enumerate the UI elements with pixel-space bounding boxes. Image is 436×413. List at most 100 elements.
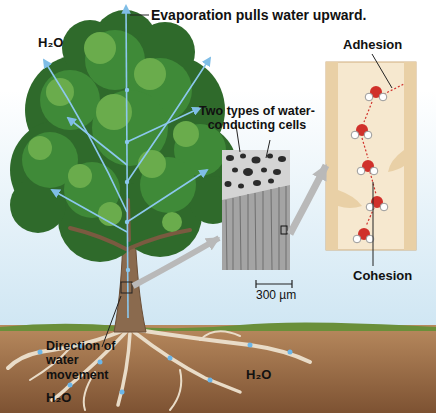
root [138, 330, 310, 362]
molecule-label: H₂O [246, 368, 286, 383]
hole [253, 180, 261, 186]
streak [233, 198, 234, 270]
soil [0, 325, 436, 413]
hole [267, 154, 273, 159]
zoom-connector [290, 165, 326, 234]
scale-bar [256, 280, 292, 288]
hole [268, 179, 274, 184]
streak [271, 189, 272, 270]
zoom-arrow [133, 238, 219, 286]
foliage [138, 150, 166, 178]
hydrogen-bonds [362, 84, 404, 226]
flow-arrow [127, 170, 207, 222]
water-dot [68, 383, 73, 388]
leader-line [373, 182, 374, 266]
flow-arrow [127, 108, 200, 142]
vessel-streaks [226, 186, 286, 270]
streak [248, 194, 249, 270]
hydrogen-atom [357, 167, 365, 175]
scale-label: 300 µm [256, 289, 316, 303]
hydrogen-atom [370, 167, 378, 175]
direction-label: Direction of water movement [46, 339, 116, 382]
flow-dots [125, 88, 130, 272]
water-dot [208, 378, 213, 383]
hole [243, 168, 253, 176]
branch [70, 228, 128, 250]
hole [240, 154, 246, 159]
vessel-wall [326, 62, 338, 250]
water-dot [288, 350, 293, 355]
hole [252, 157, 261, 164]
streak [226, 200, 227, 270]
flow-arrow [44, 60, 127, 212]
callout-label: Cohesion [353, 269, 423, 284]
foliage [84, 32, 116, 64]
branch [130, 230, 190, 248]
caption-label: Evaporation pulls water upward. [151, 7, 431, 23]
water-dot [120, 390, 125, 395]
leader-line [372, 54, 392, 88]
flow-dot [125, 140, 129, 144]
scale-tick [291, 280, 292, 288]
scale-line [256, 283, 292, 284]
foliage [173, 121, 199, 147]
canopy-light [28, 32, 199, 232]
leader-line [266, 140, 270, 158]
panel-heading: Two types of water-conducting cells [195, 104, 319, 133]
flow-dot [125, 220, 129, 224]
flow-arrow [68, 118, 127, 165]
water-dot [98, 360, 103, 365]
hole [261, 168, 267, 173]
flow-dot [126, 268, 130, 272]
foliage [28, 136, 52, 160]
hydrogen-atom [351, 131, 359, 139]
roots [8, 330, 310, 410]
streak [240, 196, 241, 270]
hole [273, 169, 281, 175]
zoom-box [121, 282, 132, 293]
flow-dot [125, 88, 129, 92]
root [170, 370, 181, 410]
hydrogen-atom [365, 93, 373, 101]
water-flow-arrows [44, 6, 210, 318]
water-dot [248, 343, 253, 348]
callout-label: Adhesion [343, 38, 417, 53]
hole [238, 184, 244, 189]
scale-tick [255, 280, 256, 288]
flow-arrow [127, 58, 210, 182]
water-molecules [351, 86, 388, 243]
hole [232, 168, 238, 173]
root [200, 331, 240, 340]
foliage [40, 70, 100, 130]
streak [263, 191, 264, 270]
hole [225, 181, 232, 187]
wall-pit [338, 190, 362, 208]
hydrogen-atom [379, 93, 387, 101]
micrograph-surface [222, 150, 290, 200]
wall-pit [388, 150, 404, 172]
foliage [162, 212, 182, 232]
flow-arrow [52, 190, 127, 232]
water-dot [168, 356, 173, 361]
hydrogen-atom [364, 131, 372, 139]
streak [255, 193, 256, 270]
zoom-box [281, 226, 287, 234]
foliage [134, 58, 166, 90]
water-dot [38, 350, 43, 355]
hole [278, 156, 286, 162]
xylem-inset: AdhesionCohesion [326, 62, 416, 250]
grass-line [0, 322, 436, 331]
streak [286, 186, 287, 270]
molecule-label: H₂O [46, 391, 86, 406]
leader-line [130, 15, 149, 16]
vessel-holes [225, 154, 287, 189]
root [118, 333, 130, 405]
foliage [68, 164, 92, 188]
inset-background [326, 62, 416, 250]
vessel-wall [404, 62, 416, 250]
streak [279, 187, 280, 270]
micrograph-panel: Two types of water-conducting cells [222, 150, 290, 270]
